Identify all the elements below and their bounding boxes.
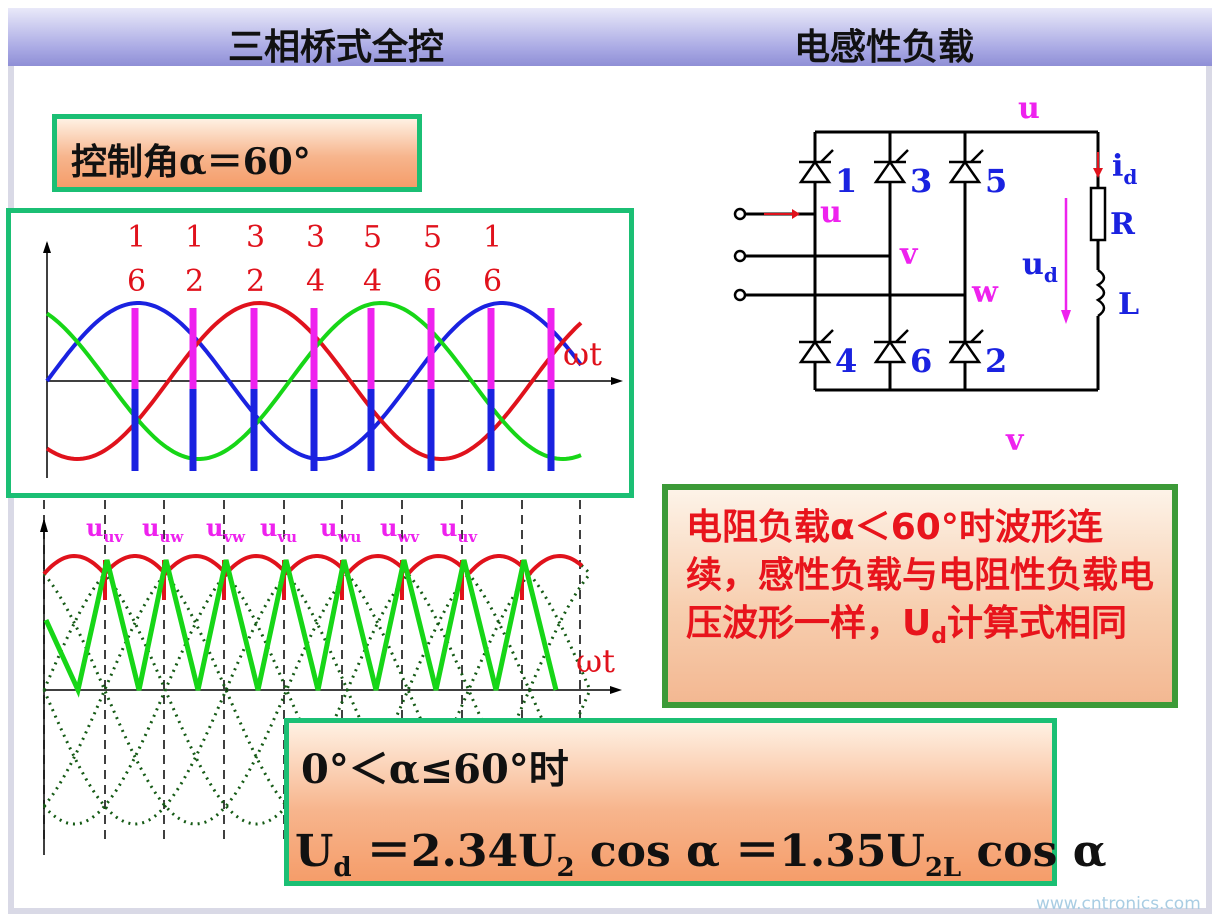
- left-title: 三相桥式全控: [228, 27, 445, 68]
- input-v-label: v: [899, 237, 919, 272]
- slide-border-right: [1206, 66, 1212, 911]
- watermark: www.cntronics.com: [1036, 894, 1201, 914]
- thyristor-3: [873, 159, 907, 184]
- thyristor-number: 5: [985, 162, 1007, 200]
- thyristor-pair-bottom: 2: [246, 264, 265, 299]
- input-terminal: [733, 288, 747, 302]
- thyristor-6: [873, 339, 907, 364]
- right-title: 电感性负载: [794, 27, 975, 68]
- input-terminal: [733, 207, 747, 221]
- envelope-curve: [42, 553, 584, 578]
- id-arrowhead: [1093, 168, 1103, 178]
- thyristor-gate: [895, 329, 909, 343]
- inductor-label: L: [1118, 287, 1139, 322]
- ud-arrowhead: [1061, 310, 1071, 324]
- wt-label: ωt: [576, 642, 615, 680]
- thyristor-pair-top: 5: [363, 220, 382, 255]
- top-u-label: u: [1018, 91, 1040, 126]
- slide-border-bottom: [8, 908, 1212, 914]
- x-axis-arrow: [610, 686, 622, 694]
- thyristor-pair-bottom: 6: [423, 264, 442, 299]
- line-voltage-label: uuv: [440, 513, 478, 546]
- ud-label: ud: [1022, 247, 1058, 287]
- bridge-circuit-diagram: 1 3 5 4 6 2 u u v w v idR Lud: [733, 91, 1139, 458]
- control-angle-label: 控制角α＝60°: [71, 141, 311, 183]
- thyristor-number: 6: [910, 342, 932, 380]
- thyristor-pair-bottom: 6: [127, 264, 146, 299]
- thyristor-number: 4: [835, 342, 857, 380]
- formula-condition: 0°＜α≤60°时: [301, 746, 569, 793]
- note-text: 电阻负载α＜60°时波形连续，感性负载与电阻性负载电压波形一样，Ud计算式相同: [686, 507, 1155, 650]
- y-axis-arrow: [40, 518, 48, 532]
- thyristor-1: [798, 159, 832, 184]
- inductor: [1095, 268, 1106, 318]
- title-bar: 三相桥式全控 电感性负载: [8, 8, 1212, 68]
- line-voltage-label: uwu: [320, 513, 361, 546]
- thyristor-pair-top: 3: [246, 220, 265, 255]
- thyristor-pair-bottom: 6: [483, 264, 502, 299]
- thyristor-pair-top: 1: [483, 220, 502, 255]
- x-axis-arrow: [611, 377, 623, 385]
- control-angle-box: 控制角α＝60°: [52, 114, 422, 192]
- thyristor-number: 1: [835, 162, 857, 200]
- line-voltage-label: uwv: [380, 513, 420, 546]
- formula-box: 0°＜α≤60°时 Ud ＝2.34U2 cos α ＝1.35U2L cos …: [284, 718, 1107, 886]
- thyristor-gate: [820, 329, 834, 343]
- thyristor-4: [798, 339, 832, 364]
- thyristor-pair-top: 1: [185, 220, 204, 255]
- thyristor-gate: [820, 149, 834, 163]
- line-voltage-label: uvu: [260, 513, 297, 546]
- bottom-v-label: v: [1005, 423, 1025, 458]
- thyristor-pair-bottom: 4: [306, 264, 325, 299]
- thyristor-pair-bottom: 2: [185, 264, 204, 299]
- line-voltage-label: uvw: [206, 513, 246, 546]
- output-voltage-curve: [43, 559, 559, 698]
- id-label: id: [1112, 149, 1137, 189]
- input-w-label: w: [971, 275, 999, 310]
- thyristor-pair-top: 1: [127, 220, 146, 255]
- formula-equation: Ud ＝2.34U2 cos α ＝1.35U2L cos α: [295, 826, 1107, 883]
- input-u-label: u: [820, 195, 842, 230]
- thyristor-2: [948, 339, 982, 364]
- y-axis-arrow: [43, 241, 51, 253]
- thyristor-gate: [895, 149, 909, 163]
- thyristor-gate: [970, 329, 984, 343]
- thyristor-pair-top: 5: [423, 220, 442, 255]
- thyristor-pair-top: 3: [306, 220, 325, 255]
- resistor: [1089, 186, 1107, 242]
- thyristor-5: [948, 159, 982, 184]
- input-terminal: [733, 249, 747, 263]
- resistor-label: R: [1110, 207, 1136, 242]
- note-box: 电阻负载α＜60°时波形连续，感性负载与电阻性负载电压波形一样，Ud计算式相同: [662, 484, 1178, 708]
- thyristor-number: 2: [985, 342, 1007, 380]
- current-arrowhead: [792, 209, 800, 219]
- line-voltage-label: uuw: [142, 513, 184, 546]
- phase-voltage-waveform-box: 1 6 1 2 3 2 3 4 5 4 5 6 1 6 ωt: [6, 208, 634, 498]
- thyristor-number: 3: [910, 162, 932, 200]
- thyristor-gate: [970, 149, 984, 163]
- thyristor-pair-bottom: 4: [363, 264, 382, 299]
- wt-label: ωt: [563, 335, 602, 373]
- phase-voltage-waveform: 1 6 1 2 3 2 3 4 5 4 5 6 1 6 ωt: [43, 220, 623, 478]
